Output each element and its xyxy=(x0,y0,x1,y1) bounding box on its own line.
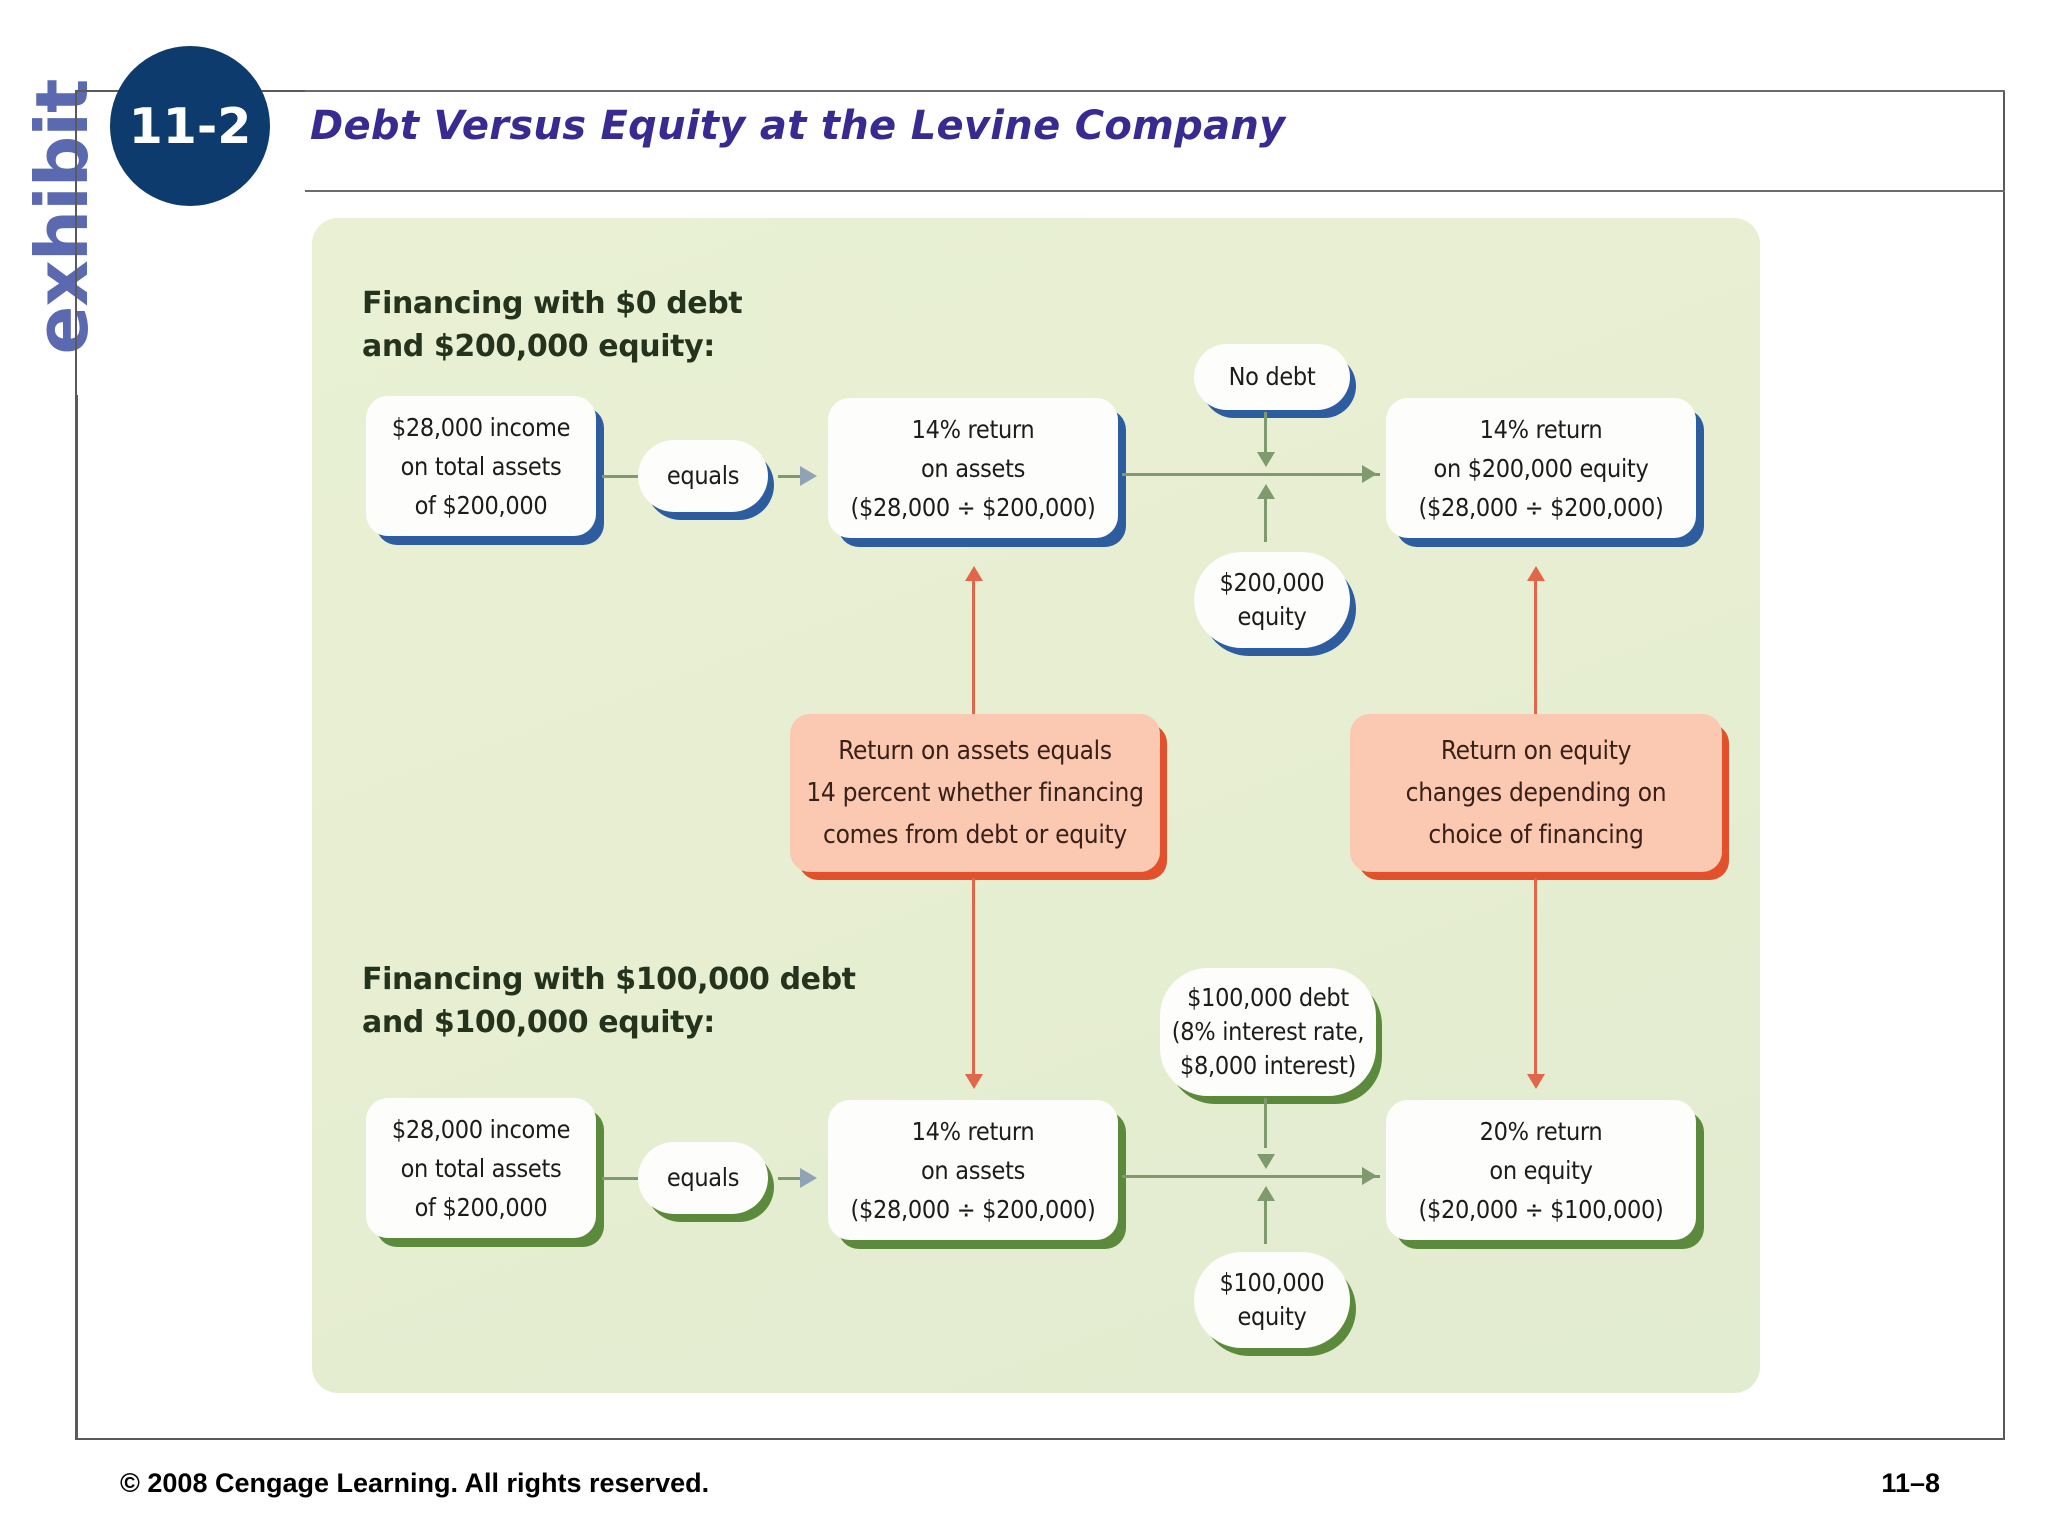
bottom-debt-arrow-icon xyxy=(1257,1154,1275,1169)
bottom-income-box: $28,000 income on total assets of $200,0… xyxy=(366,1098,596,1238)
top-no-debt-pill: No debt xyxy=(1194,344,1350,410)
scenario-bottom-heading: Financing with $100,000 debt and $100,00… xyxy=(362,962,856,1040)
callout-equity-down-arrow-icon xyxy=(1527,1074,1545,1089)
bottom-debt-connector xyxy=(1264,1098,1267,1148)
bottom-equity-connector xyxy=(1264,1192,1267,1244)
top-return-on-assets-box: 14% return on assets ($28,000 ÷ $200,000… xyxy=(828,398,1118,538)
scenario-top-heading: Financing with $0 debt and $200,000 equi… xyxy=(362,286,743,364)
bottom-connector-income-to-equals xyxy=(602,1177,644,1180)
callout-return-on-assets: Return on assets equals 14 percent wheth… xyxy=(790,714,1160,872)
bottom-equals-pill: equals xyxy=(638,1142,768,1214)
top-connector-equals-to-assets xyxy=(778,475,808,478)
footer-copyright: © 2008 Cengage Learning. All rights rese… xyxy=(120,1468,710,1498)
callout-equity-up-connector xyxy=(1534,576,1537,714)
callout-equity-down-connector xyxy=(1534,878,1537,1086)
top-return-on-equity-box: 14% return on $200,000 equity ($28,000 ÷… xyxy=(1386,398,1696,538)
bottom-return-on-equity-box: 20% return on equity ($20,000 ÷ $100,000… xyxy=(1386,1100,1696,1240)
top-arrow-to-equity-icon xyxy=(1362,465,1377,483)
footer-page-number: 11–8 xyxy=(1881,1468,1940,1498)
callout-assets-up-connector xyxy=(972,576,975,714)
top-connector-assets-to-equity xyxy=(1122,473,1380,476)
bottom-arrow-to-assets-icon xyxy=(800,1168,817,1188)
callout-return-on-equity: Return on equity changes depending on ch… xyxy=(1350,714,1722,872)
bottom-debt-pill: $100,000 debt (8% interest rate, $8,000 … xyxy=(1160,968,1376,1096)
callout-assets-down-arrow-icon xyxy=(965,1074,983,1089)
exhibit-number-badge: 11-2 xyxy=(110,46,270,206)
title-rule-bottom xyxy=(305,190,2005,192)
top-income-box: $28,000 income on total assets of $200,0… xyxy=(366,396,596,536)
top-equals-pill: equals xyxy=(638,440,768,512)
top-arrow-to-assets-icon xyxy=(800,466,817,486)
callout-assets-down-connector xyxy=(972,878,975,1086)
bottom-equity-pill: $100,000 equity xyxy=(1194,1252,1350,1348)
top-no-debt-arrow-icon xyxy=(1257,452,1275,467)
left-vertical-rule xyxy=(76,395,78,1440)
top-equity-connector xyxy=(1264,490,1267,542)
bottom-equity-arrow-icon xyxy=(1257,1186,1275,1201)
callout-equity-up-arrow-icon xyxy=(1527,566,1545,581)
page-title: Debt Versus Equity at the Levine Company xyxy=(310,103,1286,149)
bottom-return-on-assets-box: 14% return on assets ($28,000 ÷ $200,000… xyxy=(828,1100,1118,1240)
top-equity-pill: $200,000 equity xyxy=(1194,552,1350,648)
bottom-connector-assets-to-equity xyxy=(1122,1175,1380,1178)
top-equity-arrow-icon xyxy=(1257,484,1275,499)
callout-assets-up-arrow-icon xyxy=(965,566,983,581)
bottom-connector-equals-to-assets xyxy=(778,1177,808,1180)
bottom-arrow-to-equity-icon xyxy=(1362,1167,1377,1185)
top-connector-income-to-equals xyxy=(602,475,644,478)
top-no-debt-connector xyxy=(1264,412,1267,460)
title-rule-top xyxy=(305,90,2005,92)
